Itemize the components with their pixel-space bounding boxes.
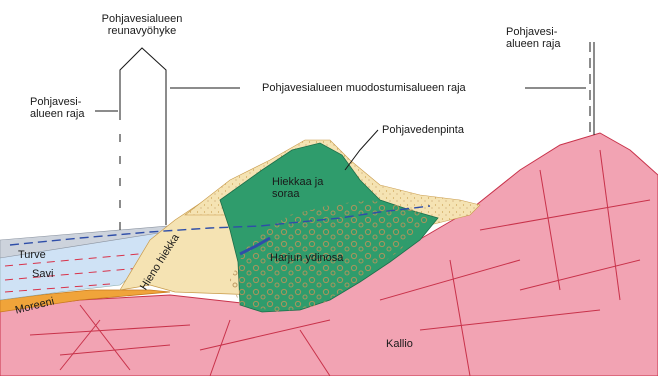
formation-limit-label: Pohjavesialueen muodostumisalueen raja — [262, 82, 466, 94]
gravel-label: Hiekkaa ja soraa — [272, 176, 323, 200]
edge-zone-label-line2: reunavyöhyke — [92, 25, 192, 37]
left-limit-label: Pohjavesi- alueen raja — [30, 96, 84, 120]
right-limit-label: Pohjavesi- alueen raja — [506, 26, 560, 50]
left-limit-label-line1: Pohjavesi- — [30, 96, 84, 108]
right-limit-label-line1: Pohjavesi- — [506, 26, 560, 38]
edge-zone-label-line1: Pohjavesialueen — [92, 13, 192, 25]
gravel-label-line2: soraa — [272, 188, 323, 200]
edge-zone-label: Pohjavesialueen reunavyöhyke — [92, 13, 192, 37]
water-table-label: Pohjavedenpinta — [382, 124, 464, 136]
bedrock-label: Kallio — [386, 338, 413, 350]
esker-core-label: Harjun ydinosa — [270, 252, 343, 264]
gravel-label-line1: Hiekkaa ja — [272, 176, 323, 188]
right-limit-label-line2: alueen raja — [506, 38, 560, 50]
left-limit-label-line2: alueen raja — [30, 108, 84, 120]
clay-label: Savi — [32, 268, 53, 280]
peat-label: Turve — [18, 249, 46, 261]
